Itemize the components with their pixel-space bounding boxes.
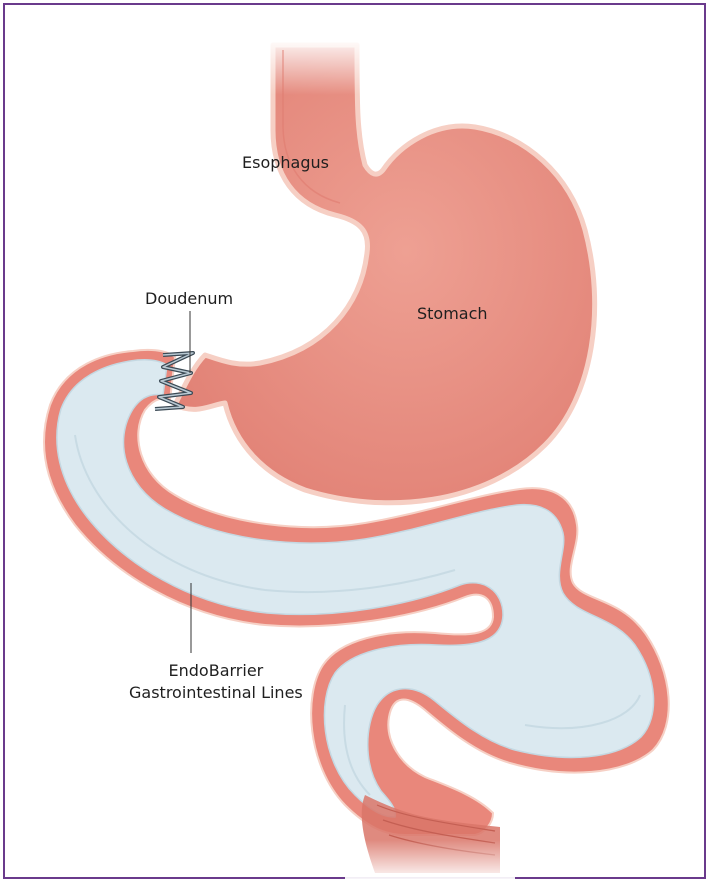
endobarrier-label-line2: Gastrointestinal Lines <box>129 682 303 702</box>
figure-frame: Esophagus Stomach Doudenum EndoBarrier G… <box>3 3 706 881</box>
esophagus-label: Esophagus <box>242 153 329 172</box>
endobarrier-liner <box>56 359 655 818</box>
liner-anchor <box>154 351 195 411</box>
stomach-organ <box>172 35 598 506</box>
endobarrier-label-line1: EndoBarrier <box>168 661 264 680</box>
endobarrier-label: EndoBarrier Gastrointestinal Lines <box>129 660 303 703</box>
stomach-label: Stomach <box>417 304 488 323</box>
duodenum-label: Doudenum <box>145 289 234 308</box>
small-intestine-exit <box>345 795 515 881</box>
gi-anatomy-illustration <box>43 35 670 881</box>
